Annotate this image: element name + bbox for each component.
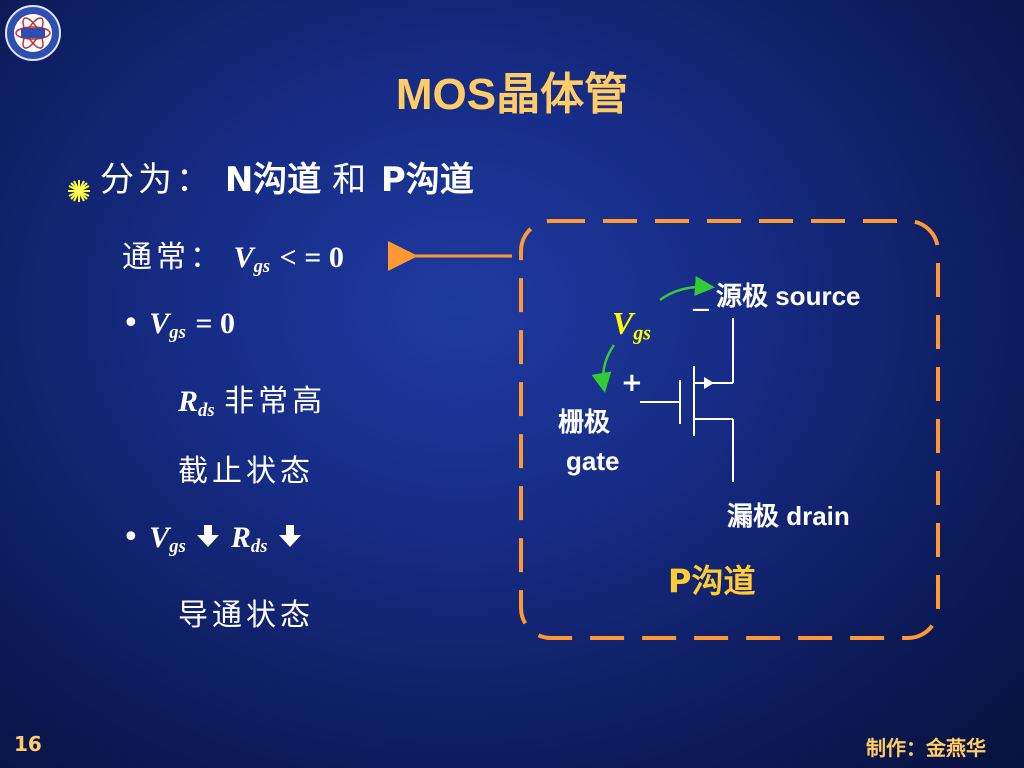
drain-label: 漏极 drain [727,501,850,531]
down-arrow-icon [277,520,303,555]
usual-relation: < = 0 [279,241,344,274]
bullet-main-text: 分为： [100,160,214,200]
gs-subscript: gs [169,322,186,344]
gate-label-en: gate [566,446,620,476]
cutoff-state-text: 截止状态 [178,454,314,489]
ds-subscript: ds [198,400,215,422]
down-arrow-icon [195,520,231,555]
v-symbol: V [233,241,254,274]
gs-subscript: gs [169,536,186,558]
gs-subscript: gs [633,322,651,345]
ustc-logo-icon [4,4,62,62]
bullet-dot: • [122,306,140,341]
vgs-arrow-to-source [659,276,715,302]
p-channel-frame [519,219,940,640]
ds-subscript: ds [250,536,268,558]
zero-relation: = 0 [195,307,235,340]
v-symbol: V [149,521,170,554]
r-symbol: R [178,385,199,418]
source-arrow-icon [704,377,714,389]
usual-condition-line: 通常： Vgs < = 0 [122,232,344,278]
v-symbol: V [612,305,634,341]
r-symbol: R [230,521,251,554]
vgs-arrow-to-gate [591,344,616,393]
v-symbol: V [149,307,170,340]
author-credit: 制作：金燕华 [866,736,986,760]
vgs-label: Vgs [612,304,651,346]
conj-text: 和 [332,160,371,200]
sunburst-bullet-icon [68,171,90,202]
p-channel-text: P沟道 [380,160,474,200]
plus-sign: + [621,368,643,398]
minus-sign: − [690,295,712,325]
conduct-state-text: 导通状态 [178,598,314,633]
n-channel-text: N沟道 [224,160,322,200]
mosfet-symbol [640,318,734,482]
page-number: 16 [14,732,42,756]
bullet-vgs-zero: • Vgs = 0 [122,306,235,344]
main-bullet-line: 分为： N沟道 和 P沟道 [68,152,474,202]
bullet-dot: • [122,520,140,555]
gate-label-cn: 栅极 [558,407,611,437]
slide-title: MOS晶体管 [395,70,629,119]
rds-high-line: Rds 非常高 [178,376,326,422]
rds-high-text: 非常高 [224,384,327,419]
source-label: 源极 source [716,281,861,311]
p-channel-label: P沟道 [668,562,756,600]
bullet-vgs-down: • Vgs Rds [122,520,303,558]
gs-subscript: gs [253,256,271,278]
usual-prefix: 通常： [122,240,224,275]
